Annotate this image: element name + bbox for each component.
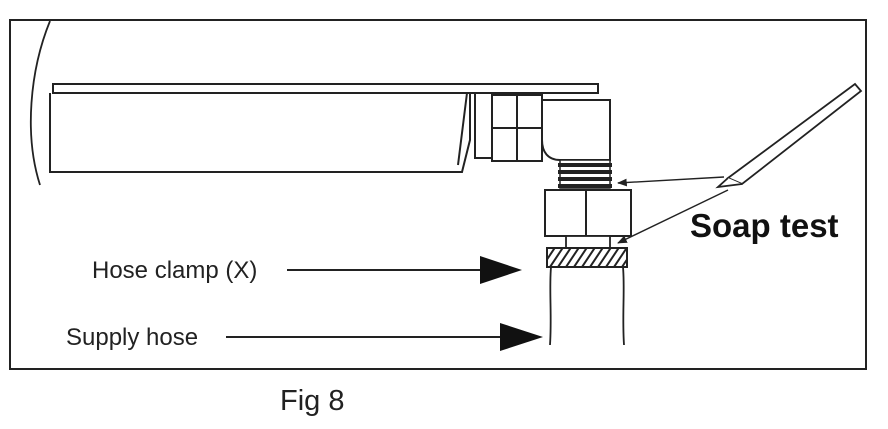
appliance-hex-nut <box>491 94 543 162</box>
threaded-connection <box>558 159 612 189</box>
appliance-break-line <box>30 20 51 186</box>
supply-hose-body <box>549 266 625 346</box>
soap-test-label: Soap test <box>690 207 839 244</box>
figure-caption: Fig 8 <box>280 385 345 417</box>
soap-brush-icon <box>715 82 863 189</box>
hose-fitting-neck <box>565 235 611 249</box>
elbow-fitting <box>541 99 611 161</box>
supply-hose-label: Supply hose <box>66 324 199 351</box>
supply-hose-arrow <box>226 323 543 351</box>
appliance-underside <box>49 83 599 173</box>
coupling-nut <box>544 189 632 237</box>
soap-test-pointers <box>617 176 729 244</box>
hose-clamp-band <box>546 247 628 268</box>
figure-frame <box>9 19 867 370</box>
hose-clamp-arrow <box>287 256 522 284</box>
hose-clamp-label: Hose clamp (X) <box>92 257 258 284</box>
